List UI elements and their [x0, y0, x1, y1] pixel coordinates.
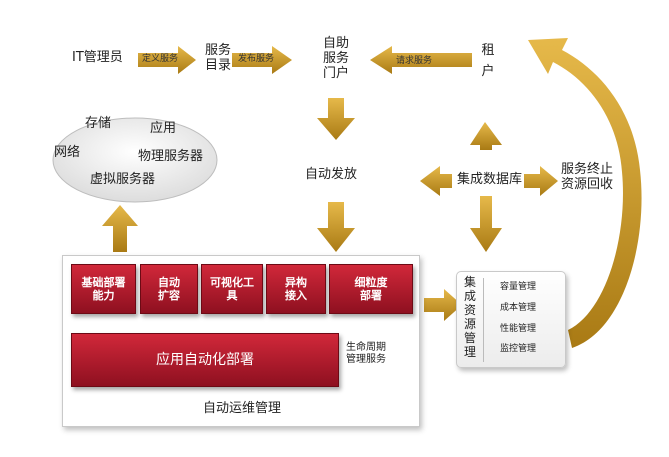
cap4-line2: 接入: [285, 289, 307, 302]
label-publish-service: 发布服务: [238, 54, 275, 64]
portal-line2: 服务: [322, 50, 349, 66]
cap1-line2: 能力: [92, 289, 115, 302]
cloud-storage: 存储: [85, 116, 112, 131]
capability-heterogeneous-access: 异构接入: [266, 264, 326, 314]
im-title-5: 管: [463, 331, 476, 345]
cap5-line2: 部署: [360, 289, 382, 302]
arrow-request-service: [370, 46, 472, 74]
label-define-service: 定义服务: [142, 54, 179, 64]
im-title-4: 源: [463, 317, 476, 331]
arrow-publish-service: [232, 46, 292, 74]
arrow-db-left: [420, 166, 452, 196]
arrow-return-tenant: [528, 38, 642, 348]
tenant-line1: 租: [481, 43, 495, 58]
app-auto-deploy: 应用自动化部署: [71, 333, 339, 387]
service-catalog-line1: 服务: [204, 43, 231, 58]
node-service-catalog: 服务 目录: [203, 43, 233, 74]
im-capacity: 容量管理: [500, 282, 537, 292]
integrated-mgmt-title: 集 成 资 源 管 理: [462, 275, 478, 359]
service-catalog-line2: 目录: [204, 57, 231, 73]
lifecycle-line2: 管理服务: [346, 353, 386, 365]
im-title-1: 集: [463, 275, 476, 289]
node-integration-db: 集成数据库: [457, 172, 523, 187]
cloud-virtual-server: 虚拟服务器: [90, 172, 156, 187]
arrow-db-right: [524, 166, 558, 196]
arrow-provision-down: [317, 202, 355, 252]
arrow-to-cloud: [102, 205, 138, 252]
arrow-db-up: [470, 122, 502, 150]
cap5-line1: 细粒度: [354, 275, 388, 289]
cap1-line1: 基础部署: [81, 275, 126, 289]
cloud-physical-server: 物理服务器: [138, 149, 204, 164]
im-title-3: 资: [463, 303, 476, 317]
cap4-line1: 异构: [285, 275, 307, 289]
im-cost: 成本管理: [500, 303, 537, 313]
portal-line3: 门户: [322, 65, 349, 81]
capability-fine-grained-deploy: 细粒度部署: [329, 264, 413, 314]
lifecycle-line1: 生命周期: [346, 342, 386, 353]
integrated-mgmt-divider: [483, 278, 484, 362]
im-title-6: 理: [463, 345, 476, 359]
ops-panel-title: 自动运维管理: [203, 401, 282, 416]
label-request-service: 请求服务: [396, 56, 433, 66]
node-service-termination: 服务终止 资源回收: [561, 162, 614, 193]
cap2-line1: 自动: [158, 275, 180, 289]
termination-line1: 服务终止: [561, 162, 614, 177]
node-self-service-portal: 自助 服务 门户: [321, 36, 351, 82]
capability-visual-tools: 可视化工具: [201, 264, 263, 314]
node-auto-provision: 自动发放: [305, 167, 358, 182]
im-performance: 性能管理: [500, 324, 537, 334]
cloud-shape: [52, 117, 218, 203]
cap2-line2: 扩容: [158, 289, 180, 302]
arrow-db-down: [470, 196, 502, 252]
capability-auto-scale: 自动扩容: [140, 264, 198, 314]
portal-line1: 自助: [322, 36, 349, 51]
cloud-application: 应用: [150, 121, 177, 136]
cap3-line1: 可视化工: [210, 275, 254, 289]
im-title-2: 成: [463, 289, 476, 303]
node-tenant: 租 户: [478, 43, 498, 80]
arrow-define-service: [138, 46, 196, 74]
node-it-admin: IT管理员: [72, 50, 123, 65]
tenant-line2: 户: [481, 63, 495, 79]
arrow-to-integrated: [424, 289, 462, 321]
lifecycle-service: 生命周期 管理服务: [336, 342, 396, 365]
cloud-network: 网络: [54, 145, 81, 160]
cap3-line2: 具: [226, 289, 238, 302]
capability-basic-deploy: 基础部署能力: [71, 264, 136, 314]
im-monitoring: 监控管理: [500, 344, 537, 354]
termination-line2: 资源回收: [561, 176, 614, 192]
integrated-mgmt-panel: [456, 271, 566, 368]
arrow-portal-down: [317, 98, 355, 140]
